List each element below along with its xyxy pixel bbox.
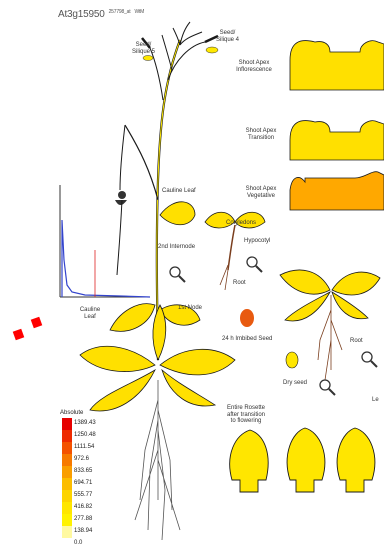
label-cut-off: Le xyxy=(372,397,379,404)
legend-swatch xyxy=(62,454,72,466)
legend-swatch xyxy=(62,526,72,538)
legend-swatch xyxy=(62,538,72,550)
legend-value: 1389.43 xyxy=(74,420,96,426)
magnifier-icon[interactable] xyxy=(318,378,336,396)
legend-value: 1111.54 xyxy=(74,444,94,450)
label-seed-silique-5: Seed/ Silique 5 xyxy=(132,42,155,55)
legend-swatch xyxy=(62,490,72,502)
magnifier-icon[interactable] xyxy=(168,265,186,283)
flower-buds[interactable] xyxy=(230,428,375,492)
rosette[interactable] xyxy=(80,305,235,411)
imbibed-seed xyxy=(240,309,254,327)
rosette-root xyxy=(135,380,180,540)
cauline-leaf-upper xyxy=(160,202,195,225)
legend-value: 972.6 xyxy=(74,456,89,462)
magnifier-icon[interactable] xyxy=(245,255,263,273)
legend-swatch xyxy=(62,430,72,442)
label-hypocotyl: Hypocotyl xyxy=(244,238,270,245)
legend-value: 277.88 xyxy=(74,516,92,522)
legend-swatch xyxy=(62,442,72,454)
legend-value: 1250.48 xyxy=(74,432,96,438)
label-shoot-apex-inflorescence: Shoot Apex Inflorescence xyxy=(232,60,276,73)
label-entire-rosette: Entire Rosette after transition to flowe… xyxy=(219,405,273,425)
label-imbibed-seed: 24 h Imbibed Seed xyxy=(222,336,272,343)
legend-swatch xyxy=(62,418,72,430)
legend-title: Absolute xyxy=(60,410,83,416)
label-first-node: 1st Node xyxy=(178,305,202,312)
label-root-adult: Root xyxy=(350,338,363,345)
dry-seed xyxy=(286,352,298,368)
legend-value: 833.65 xyxy=(74,468,92,474)
histogram-thumbnail[interactable] xyxy=(60,185,150,297)
cauline-leaf-lower xyxy=(110,304,155,332)
legend-value: 694.71 xyxy=(74,480,92,486)
legend-swatch xyxy=(62,466,72,478)
label-root-seedling: Root xyxy=(233,280,246,287)
shoot-apex-vegetative xyxy=(290,172,384,210)
legend-swatch xyxy=(62,502,72,514)
magnifier-icon[interactable] xyxy=(360,350,378,368)
label-second-internode: 2nd Internode xyxy=(158,244,195,251)
label-seed-silique-4: Seed/ Silique 4 xyxy=(216,30,239,43)
legend-swatch xyxy=(62,514,72,526)
legend-value: 416.82 xyxy=(74,504,92,510)
shoot-apex-transition xyxy=(290,121,384,160)
label-cotyledons: Cotyledons xyxy=(226,220,256,227)
legend-value: 555.77 xyxy=(74,492,92,498)
label-dry-seed: Dry seed xyxy=(283,380,307,387)
label-cauline-leaf-lower: Cauline Leaf xyxy=(73,307,107,320)
label-shoot-apex-vegetative: Shoot Apex Vegetative xyxy=(240,186,282,199)
label-shoot-apex-transition: Shoot Apex Transition xyxy=(240,128,282,141)
legend-swatch xyxy=(62,478,72,490)
legend-value: 0.0 xyxy=(74,540,82,546)
shoot-apex-inflorescence xyxy=(290,41,384,90)
legend-value: 138.94 xyxy=(74,528,92,534)
label-cauline-leaf-upper: Cauline Leaf xyxy=(162,188,196,195)
